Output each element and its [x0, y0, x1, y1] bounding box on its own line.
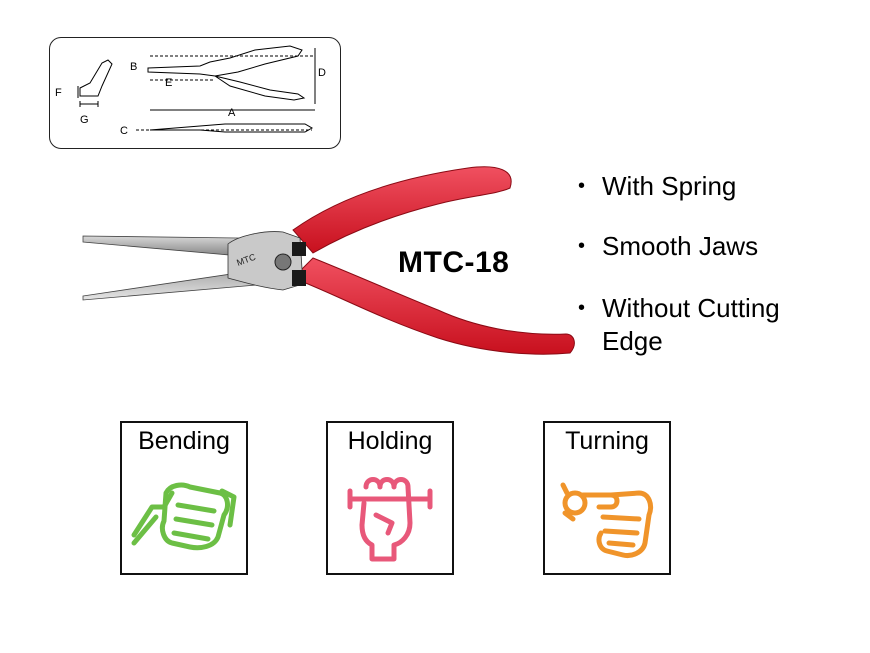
- function-label: Turning: [565, 427, 649, 455]
- feature-item: • Smooth Jaws: [578, 230, 758, 262]
- function-turning: Turning: [543, 421, 671, 575]
- pivot-screw: [274, 253, 292, 271]
- pliers-side-view: [136, 123, 314, 133]
- holding-fist-icon: [347, 477, 433, 562]
- bullet: •: [578, 235, 586, 257]
- dimension-drawing: F G B E D A C: [55, 45, 326, 137]
- feature-text: Smooth Jaws: [602, 231, 759, 261]
- dim-label-g: G: [80, 114, 89, 126]
- dim-label-f: F: [55, 87, 62, 99]
- dimension-diagram: F G B E D A C: [49, 37, 341, 149]
- lower-collar: [292, 270, 306, 286]
- function-holding: Holding: [326, 421, 454, 575]
- bending-hand-icon: [131, 482, 237, 551]
- dim-label-d: D: [318, 67, 326, 79]
- dim-label-b: B: [130, 61, 137, 73]
- function-label: Bending: [138, 427, 230, 455]
- upper-handle: [292, 166, 512, 254]
- bullet: •: [578, 297, 586, 319]
- tip-detail: [77, 59, 113, 107]
- function-label: Holding: [347, 427, 433, 455]
- bullet: •: [578, 175, 586, 197]
- upper-collar: [292, 242, 306, 256]
- feature-item: • Without Cutting: [578, 292, 780, 324]
- pliers-illustration: MTC: [82, 166, 575, 355]
- dim-label-a: A: [228, 107, 236, 119]
- feature-text: Without Cutting: [602, 293, 780, 323]
- lower-handle: [292, 257, 575, 355]
- feature-item-continued: Edge: [578, 325, 663, 357]
- dim-label-e: E: [165, 77, 172, 89]
- feature-text: With Spring: [602, 171, 737, 201]
- function-bending: Bending: [120, 421, 248, 575]
- dim-label-c: C: [120, 125, 128, 137]
- turning-hand-icon: [560, 482, 654, 558]
- pliers-top-view: [147, 45, 316, 111]
- model-name: MTC-18: [398, 246, 510, 279]
- feature-item: • With Spring: [578, 170, 736, 202]
- feature-text: Edge: [602, 326, 663, 356]
